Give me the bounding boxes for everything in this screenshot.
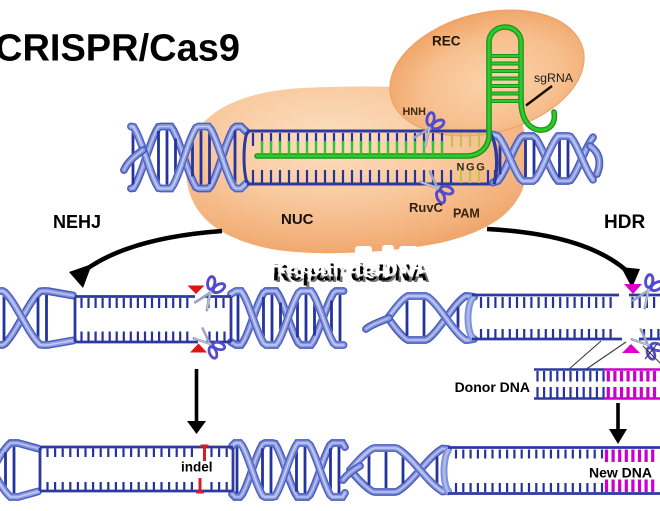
svg-text:New DNA: New DNA	[589, 465, 652, 481]
svg-text:sgRNA: sgRNA	[534, 71, 574, 85]
svg-text:RuvC: RuvC	[409, 200, 444, 215]
svg-text:HDR: HDR	[604, 212, 645, 233]
svg-text:PAM: PAM	[453, 207, 480, 221]
svg-text:Repair dsDNA: Repair dsDNA	[270, 253, 425, 279]
svg-text:Repair dsDNA: Repair dsDNA	[275, 261, 430, 287]
svg-text:Repair dsDNA: Repair dsDNA	[277, 256, 432, 282]
svg-text:indel: indel	[181, 460, 213, 475]
svg-text:Repair dsDNA: Repair dsDNA	[273, 260, 428, 286]
svg-text:NUC: NUC	[281, 211, 314, 228]
svg-text:NEHJ: NEHJ	[53, 212, 101, 232]
svg-text:Donor DNA: Donor DNA	[455, 379, 530, 395]
svg-text:REC: REC	[432, 34, 461, 49]
svg-text:CRISPR/Cas9: CRISPR/Cas9	[0, 28, 240, 70]
svg-text:NGG: NGG	[457, 162, 487, 174]
svg-text:HNH: HNH	[403, 106, 427, 118]
